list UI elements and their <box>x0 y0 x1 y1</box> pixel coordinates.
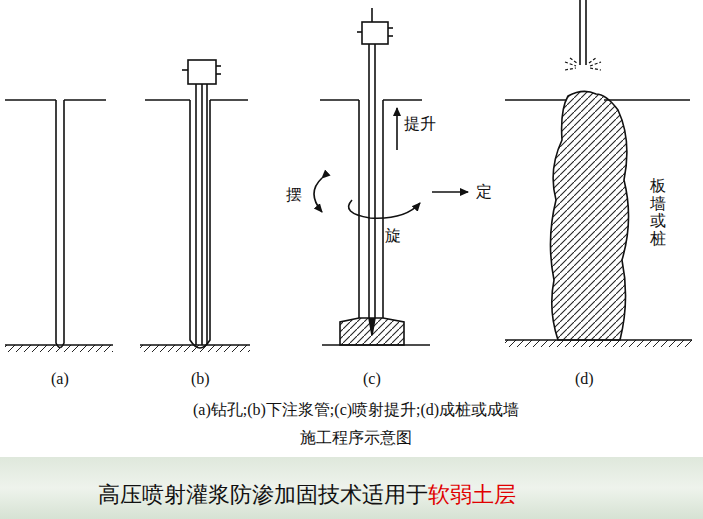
pile-label: 板墙或桩 <box>650 177 666 247</box>
part-label: (c) <box>363 369 381 388</box>
part-label: (b) <box>191 369 210 388</box>
part-label: (d) <box>575 369 594 388</box>
summary-line: 高压喷射灌浆防渗加固技术适用于软弱土层 <box>98 482 516 508</box>
part-label: (a) <box>51 369 69 388</box>
motion-label: 提升 <box>404 114 436 133</box>
motion-label: 定 <box>476 182 492 201</box>
figure-subtitle: 施工程序示意图 <box>300 428 412 447</box>
motion-label: 摆 <box>286 185 302 204</box>
figure-caption: (a)钻孔;(b)下注浆管;(c)喷射提升;(d)成桩或成墙 <box>193 400 519 419</box>
highlight-text: 软弱土层 <box>428 482 516 507</box>
motion-label: 旋 <box>385 226 401 245</box>
summary-text: 高压喷射灌浆防渗加固技术适用于 <box>98 482 428 507</box>
